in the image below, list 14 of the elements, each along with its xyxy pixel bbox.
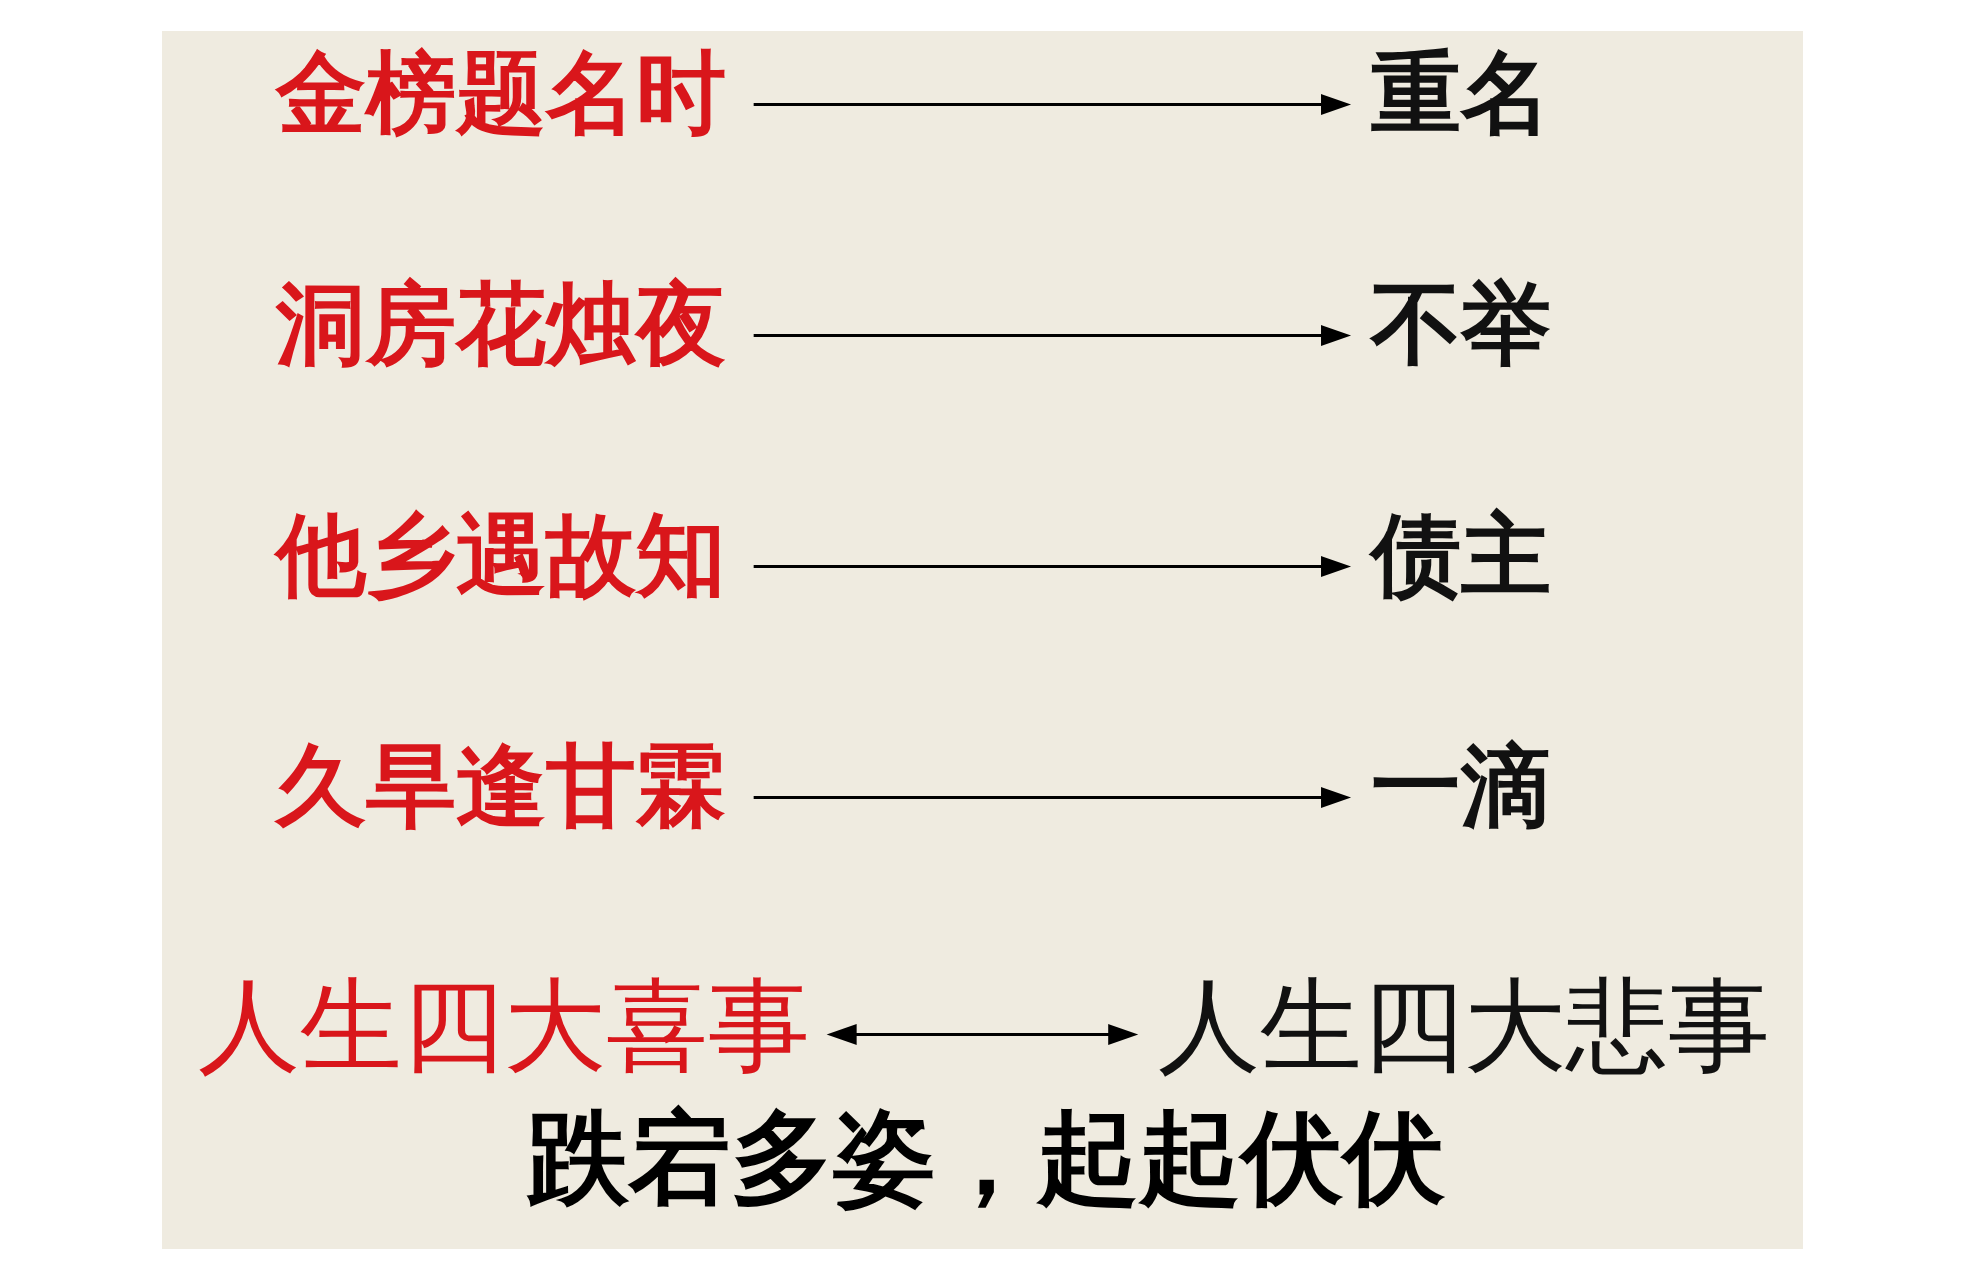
caption: 跌宕多姿，起起伏伏 <box>526 1097 1445 1217</box>
node-text: 一滴 <box>1371 733 1551 838</box>
arrow <box>826 1024 1139 1045</box>
node-text: 人生四大喜事 <box>198 965 810 1085</box>
arrow <box>753 325 1352 346</box>
node-text: 不举 <box>1371 271 1551 376</box>
node-text: 久旱逢甘霖 <box>276 733 726 838</box>
arrow <box>753 94 1352 115</box>
node-text: 人生四大悲事 <box>1158 965 1770 1085</box>
arrow <box>753 556 1352 577</box>
node-text: 重名 <box>1371 40 1551 145</box>
node-text: 金榜题名时 <box>276 40 726 145</box>
node-text: 洞房花烛夜 <box>276 271 726 376</box>
arrow <box>753 787 1352 808</box>
